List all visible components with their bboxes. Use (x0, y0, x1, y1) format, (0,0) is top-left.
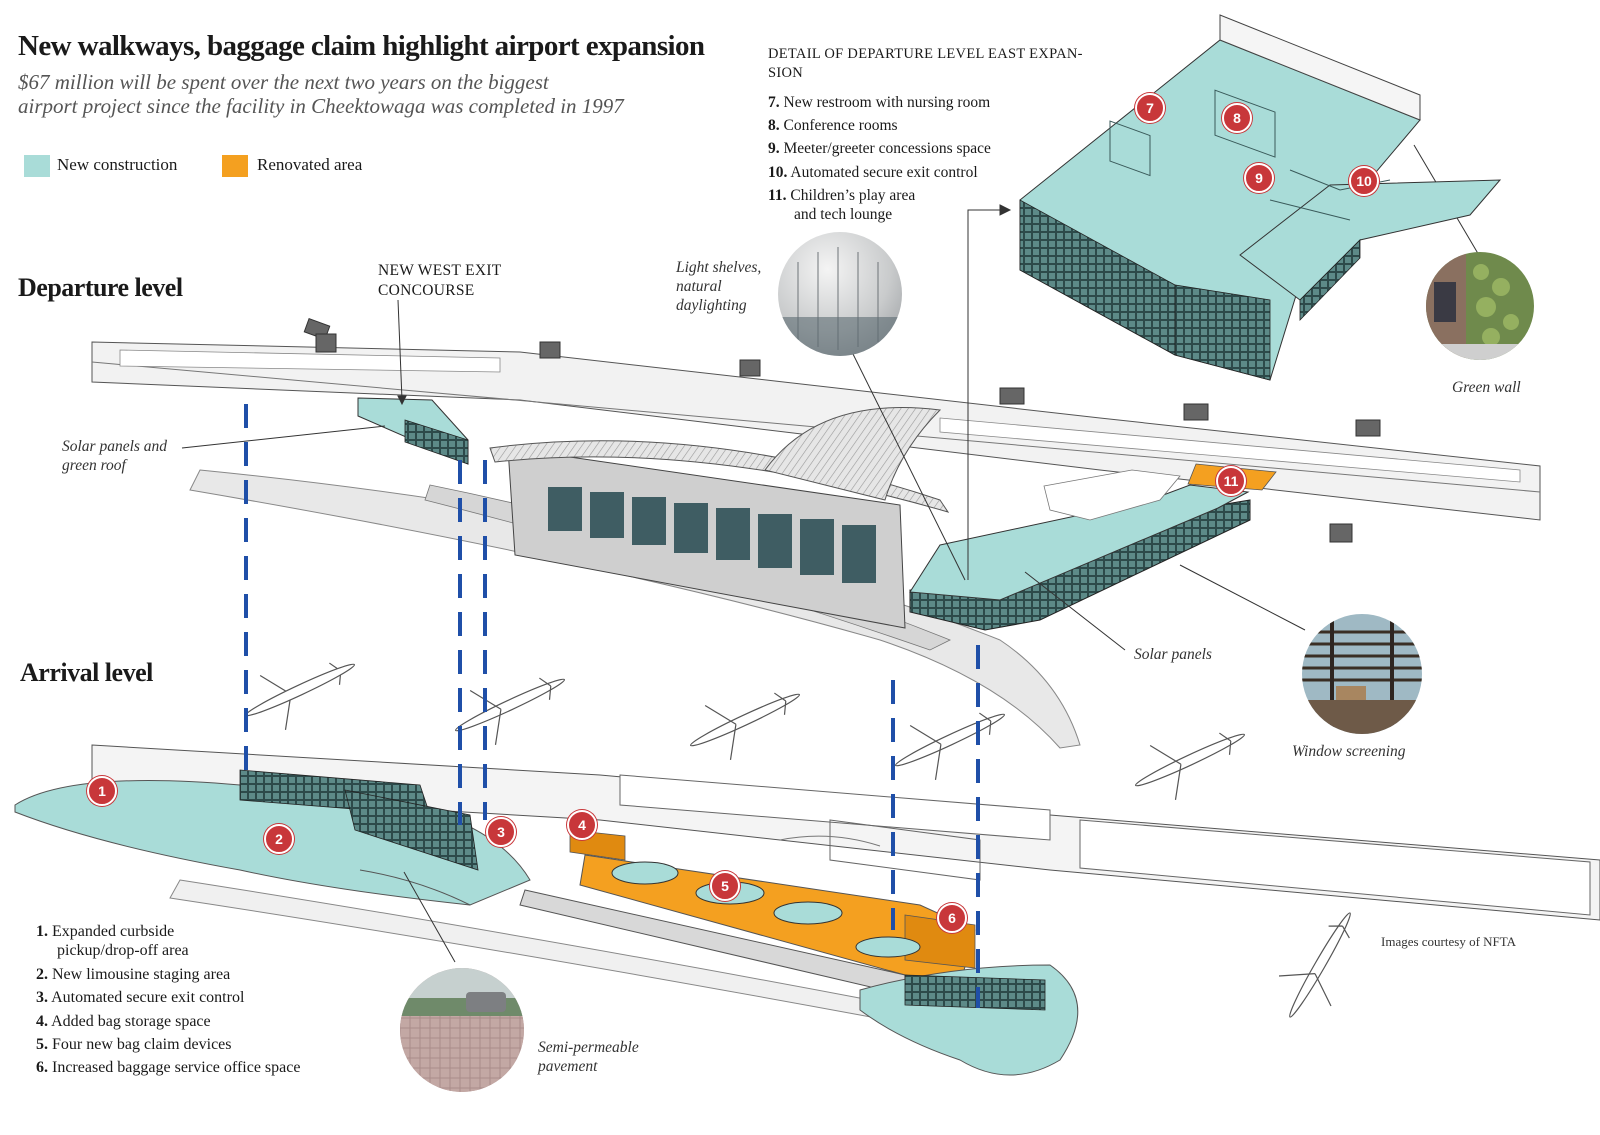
detail-heading: DETAIL OF DEPARTURE LEVEL EAST EXPAN- SI… (768, 45, 1083, 83)
arrival-item-1: 1. Expanded curbside (36, 923, 175, 940)
legend-swatch-renovated (222, 155, 248, 177)
detail-item-8: 8. Conference rooms (768, 117, 898, 135)
light-shelves-label: Light shelves, natural daylighting (676, 258, 761, 315)
legend-swatch-new-construction (24, 155, 50, 177)
detail-heading-line1: DETAIL OF DEPARTURE LEVEL EAST EXPAN- (768, 46, 1083, 62)
light-shelves-photo-art (778, 247, 902, 356)
arrival-item-2: 2. New limousine staging area (36, 965, 231, 983)
solar-green-roof-line2: green roof (62, 457, 126, 474)
green-wall-label: Green wall (1452, 379, 1521, 396)
semi-permeable-line1: Semi-permeable (538, 1039, 639, 1056)
window-screening-photo-art (1302, 614, 1422, 734)
marker-3: 3 (486, 817, 516, 847)
solar-green-roof-line1: Solar panels and (62, 438, 168, 455)
arrival-item-1-line2: pickup/drop-off area (57, 942, 189, 960)
detail-item-9: 9. Meeter/greeter concessions space (768, 140, 991, 158)
detail-item-10: 10. Automated secure exit control (768, 163, 978, 181)
detail-heading-line2: SION (768, 65, 804, 81)
level-connectors (244, 404, 980, 1008)
light-shelves-line1: Light shelves, (676, 259, 762, 276)
green-wall-photo (1426, 252, 1534, 360)
subtitle-line-1: $67 million will be spent over the next … (18, 70, 549, 94)
light-shelves-photo (778, 232, 902, 356)
pavement-photo-art (400, 968, 524, 1092)
marker-1: 1 (87, 776, 117, 806)
detail-item-11-line2: and tech lounge (794, 206, 893, 224)
arrival-list: 1. Expanded curbside pickup/drop-off are… (36, 920, 300, 1080)
marker-7: 7 (1135, 93, 1165, 123)
departure-level-label: Departure level (18, 273, 183, 302)
solar-panels-label: Solar panels (1134, 646, 1212, 663)
detail-list: 7. New restroom with nursing room 8. Con… (768, 91, 991, 226)
subtitle-line-2: airport project since the facility in Ch… (18, 94, 624, 118)
semi-permeable-label: Semi-permeable pavement (538, 1038, 639, 1076)
semi-permeable-line2: pavement (538, 1058, 598, 1075)
window-screening-label: Window screening (1292, 743, 1406, 760)
west-exit-label: NEW WEST EXIT CONCOURSE (378, 261, 502, 301)
marker-2: 2 (264, 824, 294, 854)
marker-5: 5 (710, 871, 740, 901)
legend-label-new-construction: New construction (57, 155, 178, 174)
image-credit: Images courtesy of NFTA (1381, 934, 1517, 949)
marker-9: 9 (1244, 163, 1274, 193)
arrival-item-6: 6. Increased baggage service office spac… (36, 1059, 301, 1077)
pavement-photo (400, 968, 524, 1092)
marker-10: 10 (1349, 166, 1379, 196)
window-screening-photo (1302, 614, 1422, 734)
marker-8: 8 (1222, 103, 1252, 133)
detail-item-7: 7. New restroom with nursing room (768, 94, 991, 111)
marker-6: 6 (937, 903, 967, 933)
west-exit-label-line1: NEW WEST EXIT (378, 262, 502, 279)
arrival-item-5: 5. Four new bag claim devices (36, 1036, 232, 1054)
marker-4: 4 (567, 810, 597, 840)
airplanes (244, 662, 1351, 1018)
legend-label-renovated: Renovated area (257, 155, 363, 174)
arrival-item-4: 4. Added bag storage space (36, 1012, 211, 1030)
light-shelves-line3: daylighting (676, 297, 747, 314)
arrival-item-3: 3. Automated secure exit control (36, 989, 245, 1007)
page-title: New walkways, baggage claim highlight ai… (18, 30, 705, 62)
solar-green-roof-label: Solar panels and green roof (62, 437, 167, 475)
west-exit-label-line2: CONCOURSE (378, 282, 475, 299)
departure-level-drawing (91, 318, 1541, 749)
light-shelves-line2: natural (676, 278, 722, 295)
arrival-level-drawing (14, 744, 1600, 1076)
marker-11: 11 (1216, 466, 1246, 496)
detail-inset-drawing (1019, 14, 1502, 381)
green-wall-photo-art (1426, 252, 1534, 360)
arrival-level-label: Arrival level (20, 658, 153, 687)
detail-item-11: 11. Children’s play area (768, 186, 916, 204)
